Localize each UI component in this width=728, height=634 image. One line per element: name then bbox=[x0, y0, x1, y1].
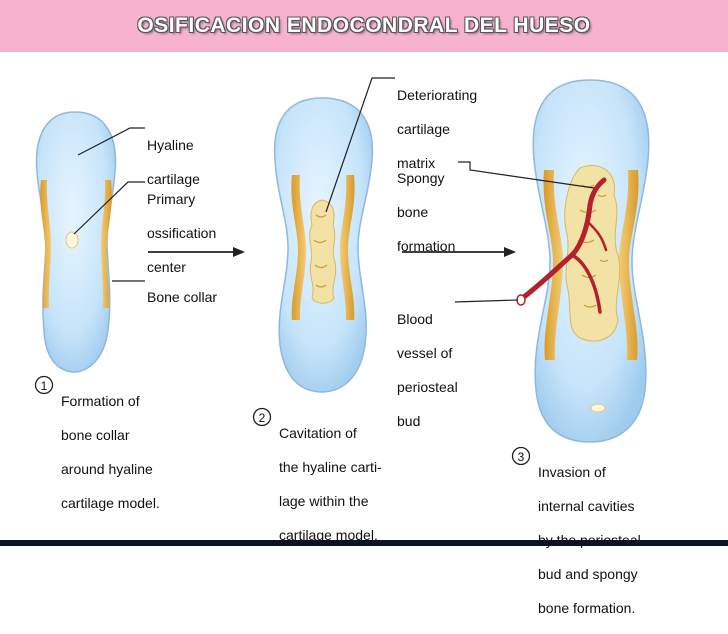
bone-2-cavity bbox=[309, 199, 337, 304]
step-1-number-badge: 1 bbox=[34, 375, 54, 395]
bone-model-2 bbox=[273, 97, 374, 393]
leader-blood-vessel bbox=[454, 299, 519, 303]
bone-1-ossification-center bbox=[65, 231, 79, 249]
bone-model-1 bbox=[35, 111, 117, 373]
label-deteriorating-cartilage-matrix: Deteriorating cartilage matrix bbox=[397, 87, 478, 171]
caption-step-1: Formation of bone collar around hyaline … bbox=[61, 393, 160, 511]
title-banner: OSIFICACION ENDOCONDRAL DEL HUESO bbox=[0, 0, 728, 52]
leader-primary-ossification bbox=[73, 181, 145, 235]
caption-step-2: Cavitation of the hyaline carti- lage wi… bbox=[279, 425, 382, 543]
bone-2-collar-left bbox=[291, 175, 306, 320]
bone-3-spongy-bone bbox=[564, 165, 621, 342]
step-2-number: 2 bbox=[259, 411, 266, 425]
label-spongy-bone-formation: Spongy bone formation bbox=[397, 170, 456, 254]
leader-deteriorating-matrix bbox=[325, 77, 395, 213]
label-blood-vessel-periosteal-bud: Blood vessel of periosteal bud bbox=[397, 311, 458, 429]
bone-3-collar-right bbox=[619, 170, 639, 360]
bone-2-collar-right bbox=[340, 175, 355, 320]
step-2-number-badge: 2 bbox=[252, 407, 272, 427]
bone-model-3 bbox=[516, 79, 650, 443]
leader-spongy-bone bbox=[458, 161, 595, 189]
arrow-step-1-to-2 bbox=[148, 247, 245, 257]
bone-3-collar-left bbox=[543, 170, 563, 360]
bottom-bar bbox=[0, 540, 728, 546]
leader-hyaline-cartilage bbox=[77, 127, 145, 156]
arrow-step-2-to-3 bbox=[402, 247, 516, 257]
ossification-diagram: 1 2 3 bbox=[34, 77, 650, 466]
label-hyaline-cartilage: Hyaline cartilage bbox=[147, 137, 200, 187]
step-3-number-badge: 3 bbox=[511, 446, 531, 466]
page-title: OSIFICACION ENDOCONDRAL DEL HUESO bbox=[137, 14, 591, 37]
bone-1-collar-right bbox=[101, 180, 112, 308]
bone-1-collar-left bbox=[40, 180, 51, 308]
label-primary-ossification-center: Primary ossification center bbox=[147, 191, 217, 275]
blood-vessel bbox=[517, 177, 607, 303]
leader-lines bbox=[73, 77, 595, 303]
bone-3-epiphysis-spot bbox=[590, 403, 606, 413]
step-1-number: 1 bbox=[41, 379, 48, 393]
label-bone-collar: Bone collar bbox=[147, 289, 218, 305]
step-3-number: 3 bbox=[518, 450, 525, 464]
